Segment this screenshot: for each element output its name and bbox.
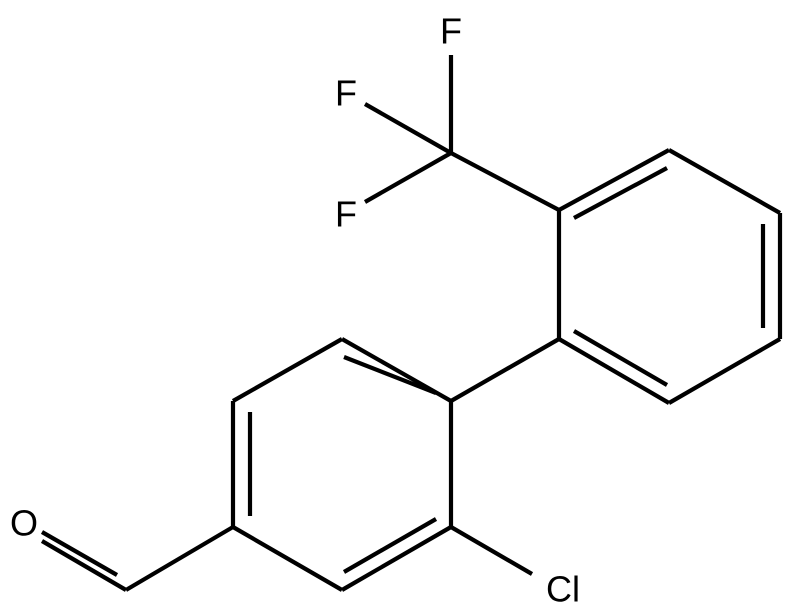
- atom-label-f-left-lower: F: [335, 194, 357, 235]
- bond-ring2-5-inner: [572, 329, 669, 387]
- bond-ring1-5-inner: [342, 517, 438, 574]
- atom-label-cl: Cl: [546, 569, 580, 610]
- bond-ring1-2: [231, 337, 344, 403]
- bond-ring2-1: [557, 148, 671, 212]
- bond-biaryl: [449, 337, 561, 403]
- bond-ring2-5: [557, 337, 671, 405]
- bond-c-o-1: [40, 539, 128, 592]
- atom-label-o: O: [10, 503, 38, 544]
- bond-ring2-1-inner: [573, 166, 668, 220]
- atom-label-f-top: F: [440, 11, 462, 52]
- bond-c-cl: [449, 525, 534, 576]
- bond-ring1-1-inner: [343, 355, 437, 395]
- bond-ring2-4: [667, 337, 782, 405]
- bond-ring1-5: [340, 525, 453, 592]
- bond-cf-left-lower: [363, 151, 453, 204]
- bond-cf-left-upper: [363, 102, 453, 155]
- atom-label-f-left-upper: F: [335, 73, 357, 114]
- bond-c-o-2: [40, 530, 119, 577]
- bond-ring2-2: [667, 148, 782, 215]
- bond-c-cho: [124, 525, 235, 592]
- bond-c-cf3: [450, 151, 560, 212]
- bond-ring1-4: [231, 525, 344, 592]
